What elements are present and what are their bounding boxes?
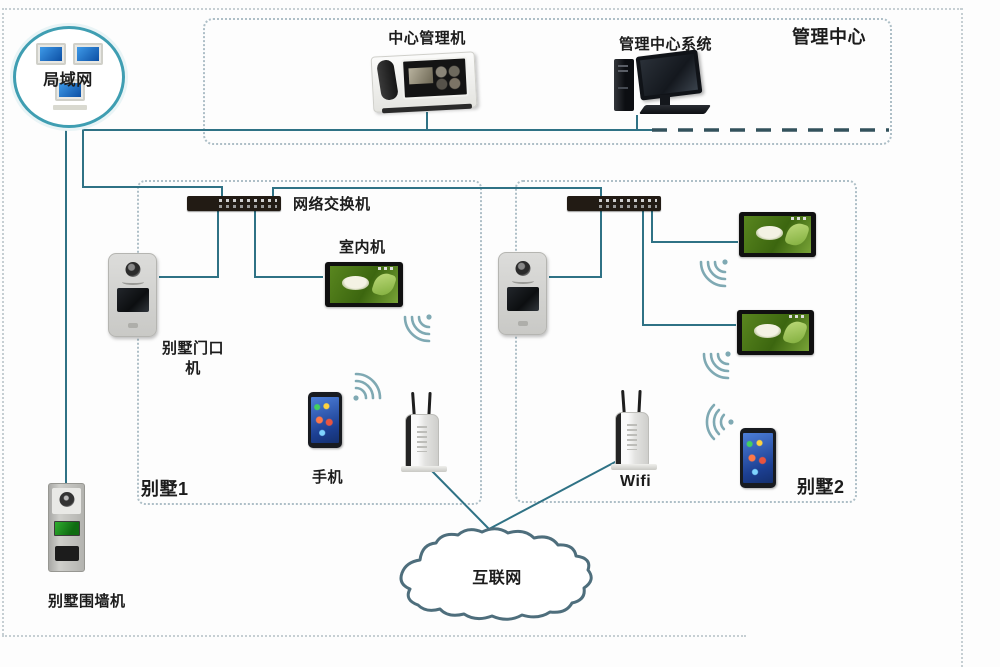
- central-management-machine-icon: [370, 50, 480, 114]
- wifi-signal-icon: [344, 362, 392, 410]
- outer-border-right: [961, 8, 963, 667]
- villa-wall-machine-label: 别墅围墙机: [48, 593, 126, 610]
- management-computer-icon: [608, 49, 720, 117]
- internet-cloud-shape: [399, 527, 593, 621]
- wifi-signal-icon: [692, 342, 740, 390]
- line-switch1-to-switch2: [272, 187, 602, 198]
- villa2-zone: [515, 180, 857, 503]
- line-lan-to-switch1: [83, 186, 223, 198]
- lan-computer-icon: [73, 43, 103, 65]
- wifi-router1-icon: [401, 391, 447, 474]
- villa1-zone: [137, 180, 482, 505]
- indoor-unit-label: 室内机: [339, 239, 386, 256]
- management-center-system-label: 管理中心系统: [618, 36, 712, 53]
- smartphone1-icon: [308, 392, 342, 448]
- line-router1-to-internet: [430, 469, 490, 530]
- line-switch1-to-indoor-monitor: [254, 211, 323, 278]
- mobile-phone-label: 手机: [312, 469, 344, 486]
- villa2-label: 别墅2: [797, 477, 845, 497]
- line-switch2-to-monitor-b: [642, 211, 736, 326]
- outer-border-left: [2, 8, 4, 635]
- door-station2-icon: [498, 252, 547, 335]
- villa1-label: 别墅1: [141, 479, 189, 499]
- lan-label: 局域网: [43, 72, 93, 89]
- wifi-signal-icon: [680, 388, 748, 456]
- network-switch2-icon: [567, 196, 661, 211]
- lan-bubble: [13, 26, 125, 128]
- management-center-label: 管理中心: [792, 27, 866, 47]
- internet-cloud: 互联网: [378, 516, 616, 622]
- wifi-label: Wifi: [620, 473, 652, 490]
- indoor-monitor1-icon: [325, 262, 403, 307]
- smartphone2-icon: [740, 428, 776, 488]
- wifi-signal-icon: [689, 250, 737, 298]
- villa-door-machine-label: 别墅门口机: [161, 340, 224, 377]
- lan-computer-icon: [55, 79, 85, 101]
- line-switch2-to-door-station2: [549, 211, 602, 278]
- line-router2-to-internet: [488, 460, 618, 530]
- indoor-monitor3-icon: [737, 310, 814, 355]
- lan-computer-stand: [53, 105, 87, 110]
- network-switch1-icon: [187, 196, 281, 211]
- door-station1-icon: [108, 253, 157, 337]
- indoor-monitor2-icon: [739, 212, 816, 257]
- wifi-signal-icon: [393, 305, 441, 353]
- central-management-machine-label: 中心管理机: [388, 30, 466, 47]
- network-switch-label: 网络交换机: [293, 196, 371, 213]
- outer-border-bottom: [2, 635, 746, 637]
- lan-computer-icon: [36, 43, 66, 65]
- line-switch1-to-door-station1: [159, 211, 219, 278]
- outer-border-top: [2, 8, 962, 10]
- management-center-zone: [203, 18, 892, 145]
- wifi-router2-icon: [611, 389, 657, 472]
- line-switch2-to-monitor-a: [651, 211, 738, 243]
- internet-label: 互联网: [472, 570, 522, 587]
- wall-station-icon: [48, 483, 85, 572]
